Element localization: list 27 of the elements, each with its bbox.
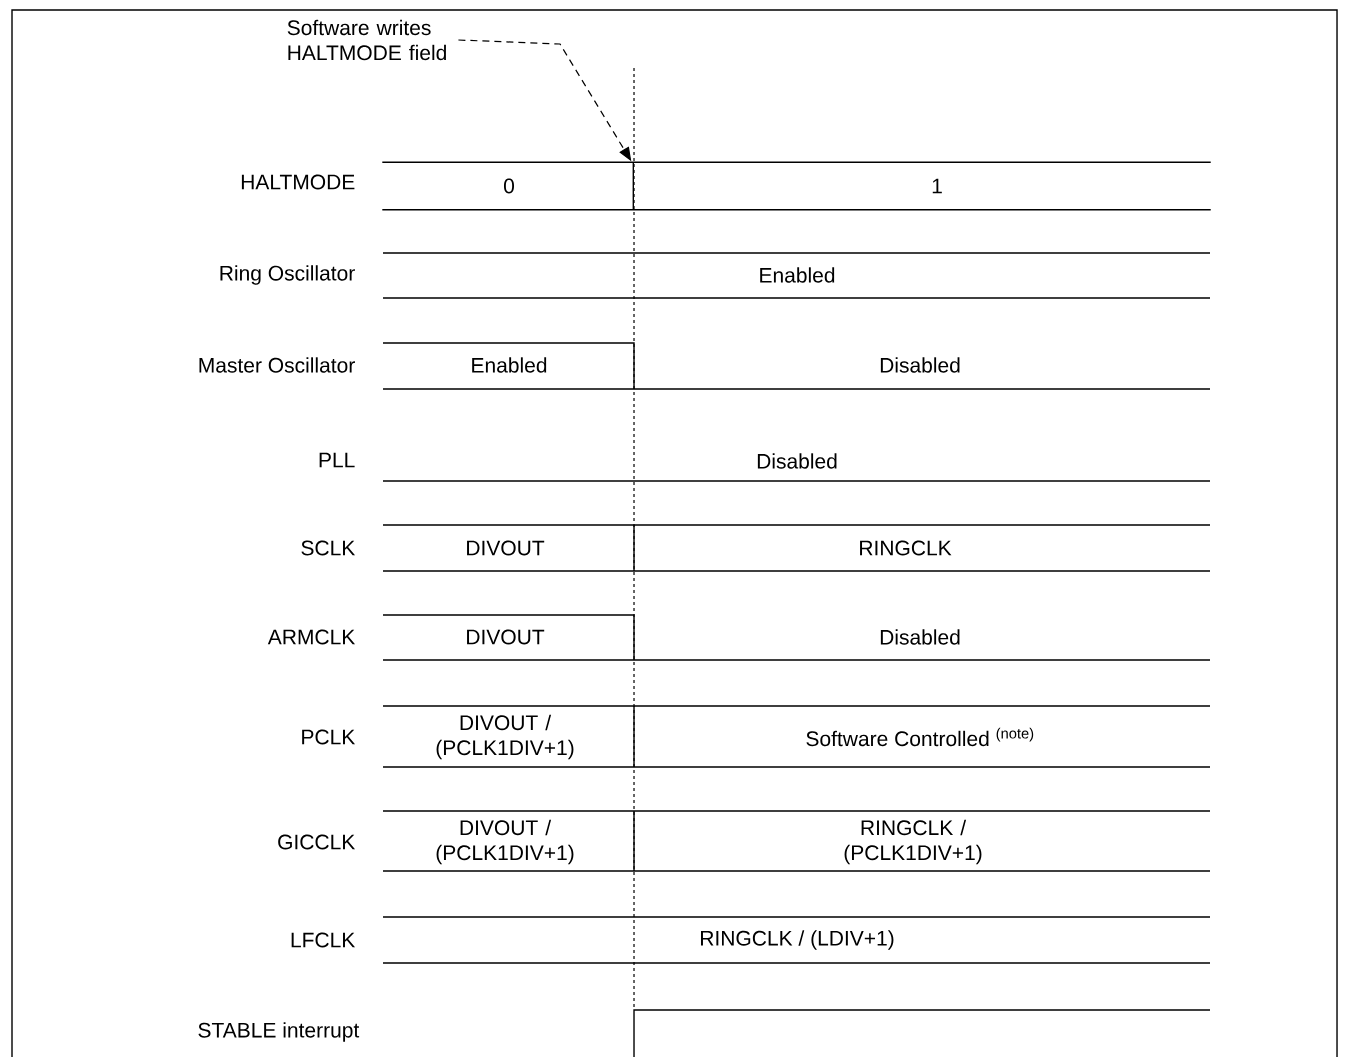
signal-name: SCLK — [301, 540, 356, 556]
signal-value: RINGCLK / (PCLK1DIV+1) — [844, 819, 982, 865]
signal-name: PCLK — [302, 729, 356, 745]
signal-value: RINGCLK / (LDIV+1) — [701, 930, 894, 950]
signal-value: DIVOUT — [467, 629, 545, 645]
signal-name: Ring Oscillator — [220, 265, 355, 285]
signal-value: DIVOUT — [467, 540, 545, 556]
signal-value: Software Controlled $^{(note)}$ — [806, 727, 1034, 747]
signal-name: ARMCLK — [267, 629, 356, 645]
signal-value: Disabled — [880, 629, 960, 645]
signal-name: PLL — [319, 452, 355, 468]
signal-value: Disabled — [880, 357, 960, 373]
callout-text: Software writes HALTMODE field — [287, 19, 446, 61]
signal-value: Enabled — [760, 267, 835, 283]
signal-name: HALTMODE — [241, 174, 355, 190]
signal-value: 0 — [504, 178, 514, 194]
signal-name: STABLE interrupt — [198, 1022, 360, 1042]
signal-name: Master Oscillator — [199, 357, 355, 373]
signal-value: 1 — [932, 178, 942, 194]
signal-name: LFCLK — [291, 932, 356, 948]
waveform-drawing — [381, 161, 1212, 211]
signal-name: GICCLK — [278, 834, 356, 850]
signal-value: DIVOUT / (PCLK1DIV+1) — [436, 714, 574, 760]
signal-value: DIVOUT / (PCLK1DIV+1) — [436, 819, 574, 865]
signal-value: Disabled — [757, 453, 837, 469]
signal-value: Enabled — [472, 357, 547, 373]
signal-value: RINGCLK — [860, 540, 952, 556]
